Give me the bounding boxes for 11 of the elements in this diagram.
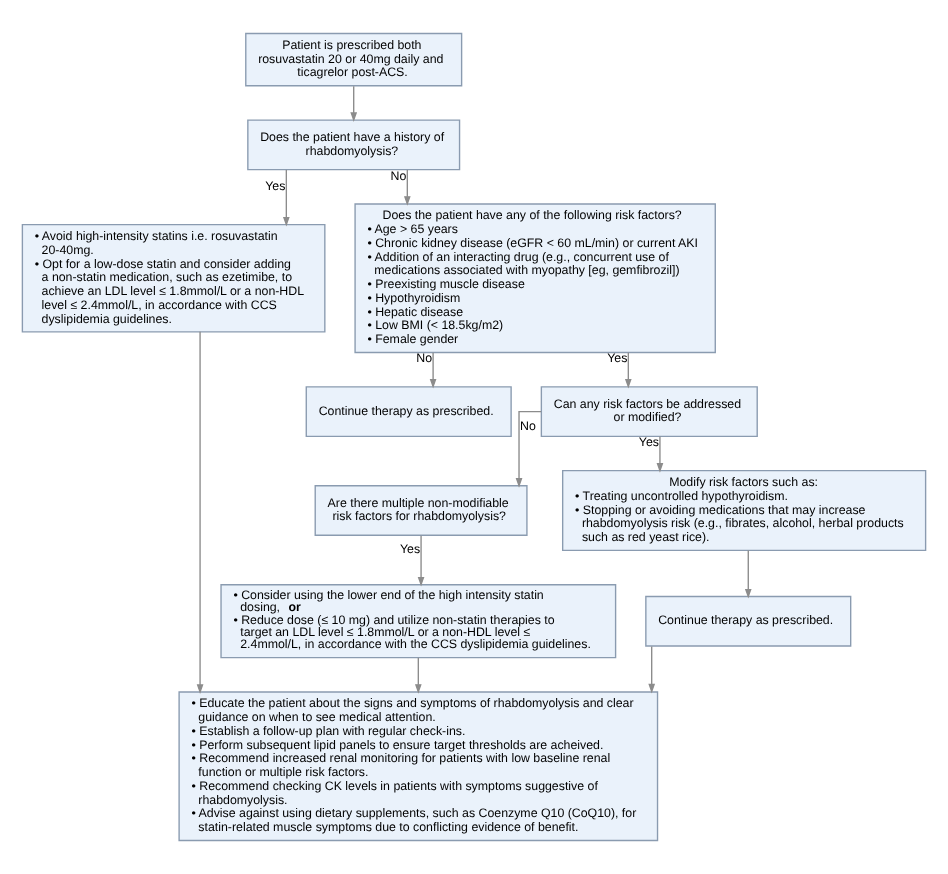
arrow: [744, 549, 752, 599]
arrow: [656, 435, 664, 473]
arrow: [624, 352, 632, 389]
arrow: [403, 169, 411, 206]
arrow: [648, 645, 656, 694]
arrow: [417, 535, 425, 587]
arrow: [414, 657, 422, 694]
arrow: [350, 85, 358, 122]
arrow: [196, 331, 204, 694]
arrow: [282, 169, 290, 227]
arrow: [429, 352, 437, 389]
